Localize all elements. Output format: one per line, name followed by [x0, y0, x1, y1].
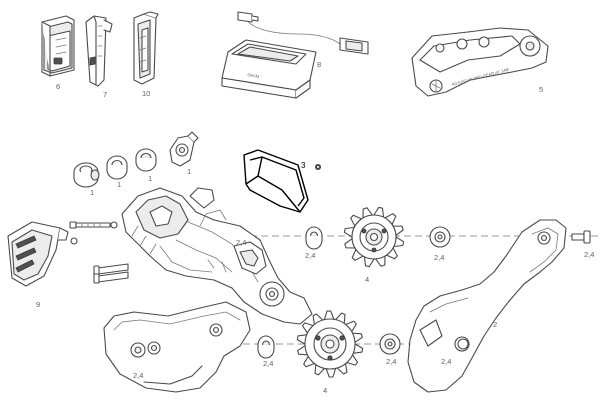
- callout-6: 6: [56, 82, 60, 91]
- pulley-washer-lower: [379, 333, 401, 355]
- callout-1d: 1: [187, 167, 191, 176]
- callout-4a: 4: [365, 275, 369, 284]
- charger-label: SRAM: [247, 72, 260, 79]
- inner-cage-plate: [103, 301, 251, 393]
- cage-stop-part: [169, 131, 199, 167]
- derailleur-cover-part: [243, 149, 309, 213]
- limit-screw: [69, 221, 118, 229]
- callout-24a: 2,4: [305, 251, 315, 260]
- battery-cover-part: [85, 15, 113, 87]
- upper-pulley-wheel: [343, 206, 405, 268]
- cage-bolt-right: [457, 338, 469, 350]
- washer-part-2: [106, 155, 128, 180]
- callout-3: 3: [301, 161, 306, 170]
- callout-1a: 1: [90, 188, 94, 197]
- washer-part-1: [73, 162, 100, 188]
- callout-24f: 2,4: [441, 357, 451, 366]
- callout-24e: 2,4: [386, 357, 396, 366]
- bolt-pair: [93, 263, 129, 284]
- pulley-washer-upper: [429, 226, 451, 248]
- button-cover-part: [7, 221, 78, 287]
- chain-gap-tool-part: ADJUST IN 3RD GEAR AT 3AB: [411, 27, 549, 97]
- lower-pulley-wheel: [296, 310, 364, 378]
- callout-4b: 4: [323, 386, 327, 395]
- callout-24g: 2,4: [133, 371, 143, 380]
- cover-screw: [314, 163, 321, 170]
- battery-part: [41, 15, 75, 77]
- cage-bolt-left: [147, 341, 161, 355]
- callout-2: 2: [493, 320, 497, 329]
- callout-9: 9: [36, 300, 40, 309]
- callout-8: 8: [317, 60, 321, 69]
- battery-clip-part: [133, 11, 159, 85]
- callout-7: 7: [103, 90, 107, 99]
- callout-24c: 2,4: [584, 250, 594, 259]
- callout-24d: 2,4: [263, 359, 273, 368]
- callout-1b: 1: [117, 180, 121, 189]
- callout-24h: 2,4: [236, 238, 246, 247]
- callout-5: 5: [539, 85, 543, 94]
- cage-screw-right: [571, 230, 591, 244]
- derailleur-body: [121, 187, 313, 325]
- pulley-bolt-lower: [257, 335, 275, 359]
- charger-part: SRAM: [221, 11, 369, 99]
- callout-10: 10: [142, 89, 150, 98]
- pulley-bolt-upper: [305, 226, 323, 250]
- outer-cage-plate: [407, 219, 567, 393]
- washer-part-3: [135, 148, 157, 172]
- callout-24b: 2,4: [434, 253, 444, 262]
- callout-1c: 1: [148, 174, 152, 183]
